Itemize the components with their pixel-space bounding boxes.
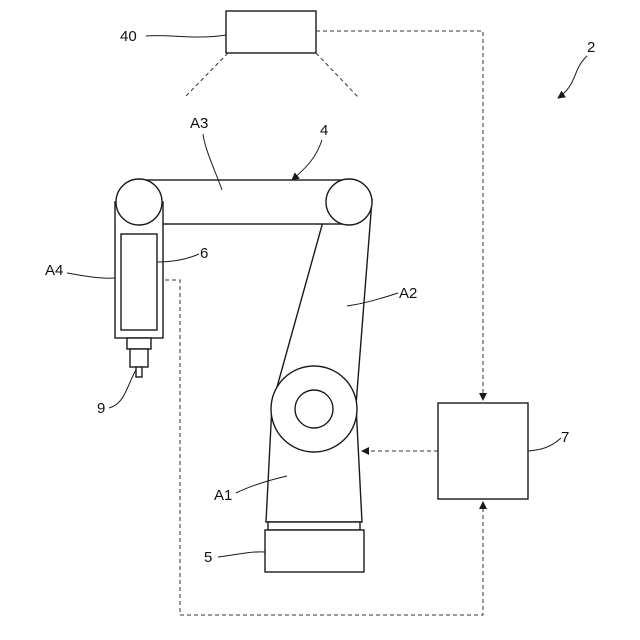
arm-segment-a3: [139, 180, 349, 224]
upper-left-joint: [116, 179, 162, 225]
tool-holder-6: [121, 234, 157, 330]
base-5: [265, 530, 364, 572]
lower-joint: [271, 366, 357, 452]
leader-9: [109, 370, 136, 408]
label-40: 40: [120, 28, 137, 45]
leader-a4: [67, 273, 115, 278]
leader-7: [528, 438, 561, 451]
leader-4: [292, 140, 322, 180]
sensor-box-40: [185, 11, 358, 97]
controller-box-7: [438, 403, 528, 499]
leader-5: [218, 552, 265, 557]
leader-40: [146, 35, 226, 37]
label-4: 4: [320, 122, 328, 139]
label-a3: A3: [190, 115, 208, 132]
label-9: 9: [97, 400, 105, 417]
label-7: 7: [561, 429, 569, 446]
label-5: 5: [204, 549, 212, 566]
label-6: 6: [200, 245, 208, 262]
label-a2: A2: [399, 285, 417, 302]
label-2: 2: [587, 39, 595, 56]
base-flange: [268, 522, 360, 530]
leader-2: [558, 56, 587, 98]
tool-9: [127, 338, 151, 377]
upper-right-joint: [326, 179, 372, 225]
label-a1: A1: [214, 487, 232, 504]
label-a4: A4: [45, 262, 63, 279]
